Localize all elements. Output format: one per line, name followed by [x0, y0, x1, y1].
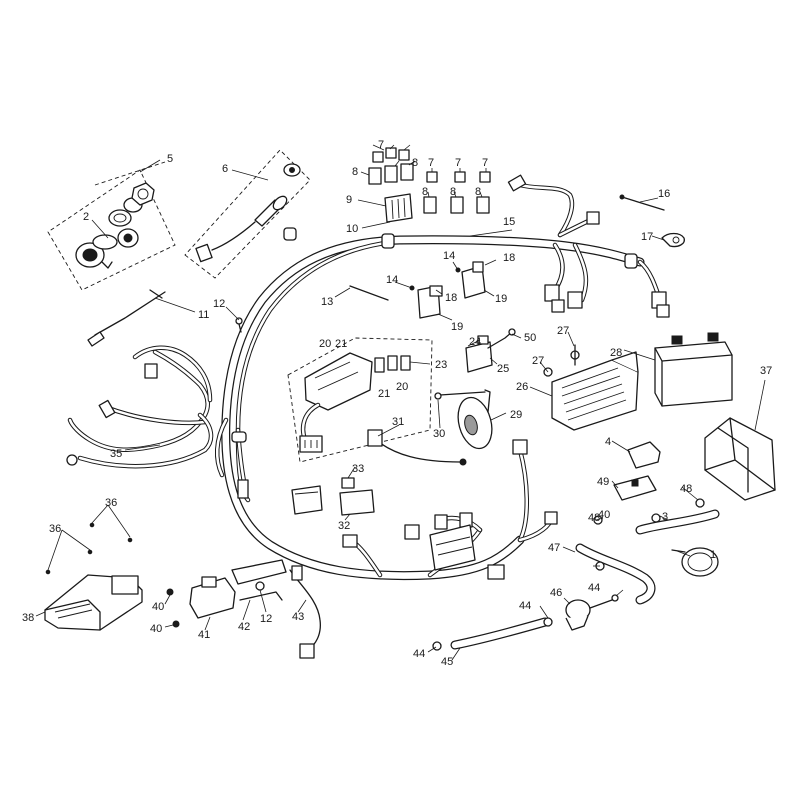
- callout-32: 32: [338, 520, 350, 532]
- callout-26: 26: [516, 381, 528, 393]
- callout-labels: 1 2 3 4 5 6 7 7 7 7 8 8 8 8 8 9 10 11 12…: [22, 139, 772, 668]
- callout-14: 14: [386, 274, 398, 286]
- callout-4: 4: [605, 436, 611, 448]
- callout-37: 37: [760, 365, 772, 377]
- callout-16: 16: [658, 188, 670, 200]
- leader-lines: [35, 144, 766, 661]
- callout-44: 44: [519, 600, 531, 612]
- callout-30: 30: [433, 428, 445, 440]
- part-37-battery-holder: [704, 417, 776, 501]
- callout-35: 35: [110, 448, 122, 460]
- callout-1: 1: [710, 549, 716, 561]
- callout-10: 10: [346, 223, 358, 235]
- callout-19: 19: [451, 321, 463, 333]
- callout-7: 7: [455, 157, 461, 169]
- callout-2: 2: [83, 211, 89, 223]
- callout-36: 36: [105, 497, 117, 509]
- callout-45: 45: [441, 656, 453, 668]
- callout-11: 11: [198, 309, 209, 321]
- part-6-ignition-switch: [184, 149, 311, 279]
- part-23-fuse-box: [287, 337, 433, 463]
- callout-8: 8: [352, 166, 358, 178]
- callout-40: 40: [598, 509, 610, 521]
- callout-36: 36: [49, 523, 61, 535]
- callout-24: 24: [469, 336, 481, 348]
- callout-6: 6: [222, 163, 228, 175]
- callout-49: 49: [597, 476, 609, 488]
- callout-15: 15: [503, 216, 515, 228]
- parts-40-43-ignition-coil: [166, 559, 321, 659]
- callout-18: 18: [503, 252, 515, 264]
- part-1-clamp: [671, 547, 719, 577]
- callout-48: 48: [680, 483, 692, 495]
- callout-28: 28: [610, 347, 622, 359]
- callout-20: 20: [319, 338, 331, 350]
- callout-44: 44: [413, 648, 425, 660]
- part-32-33-relay: [291, 477, 375, 516]
- callout-3: 3: [662, 511, 668, 523]
- callout-29: 29: [510, 409, 522, 421]
- callout-33: 33: [352, 463, 364, 475]
- callout-42: 42: [238, 621, 250, 633]
- callout-18: 18: [445, 292, 457, 304]
- callout-31: 31: [392, 416, 404, 428]
- callout-7: 7: [378, 139, 384, 151]
- callout-17: 17: [641, 231, 653, 243]
- callout-20: 20: [396, 381, 408, 393]
- callout-8: 8: [450, 186, 456, 198]
- part-5-socket-assembly: [47, 161, 176, 291]
- callout-38: 38: [22, 612, 34, 624]
- callout-47: 47: [548, 542, 560, 554]
- callout-44: 44: [588, 582, 600, 594]
- callout-21: 21: [335, 338, 347, 350]
- callout-12: 12: [260, 613, 272, 625]
- callout-5: 5: [167, 153, 173, 165]
- hoses-3-45-47: [450, 498, 720, 650]
- callout-9: 9: [346, 194, 352, 206]
- part-28-battery: [654, 332, 733, 407]
- callout-19: 19: [495, 293, 507, 305]
- parts-18-19-relays: [409, 261, 486, 319]
- part-29-30-horn: [434, 389, 493, 450]
- callout-8: 8: [412, 157, 418, 169]
- part-24-25-50-starter-relay: [465, 328, 516, 373]
- main-wiring-harness: [215, 174, 670, 581]
- part-38-ecu: [44, 522, 143, 631]
- part-26-regulator: [543, 344, 639, 431]
- part-11-sensor: [87, 289, 166, 347]
- callout-8: 8: [475, 186, 481, 198]
- callout-23: 23: [435, 359, 447, 371]
- part-13-cable-tie: [349, 285, 389, 301]
- callout-14: 14: [443, 250, 455, 262]
- callout-40: 40: [150, 623, 162, 635]
- callout-48: 48: [588, 512, 600, 524]
- part-12-screw: [235, 317, 243, 333]
- callout-8: 8: [422, 186, 428, 198]
- part-46-valve: [432, 594, 619, 651]
- part-35-wire-set: [66, 345, 214, 469]
- callout-7: 7: [482, 157, 488, 169]
- callout-46: 46: [550, 587, 562, 599]
- callout-50: 50: [524, 332, 536, 344]
- callout-27: 27: [557, 325, 569, 337]
- callout-12: 12: [213, 298, 225, 310]
- callout-27: 27: [532, 355, 544, 367]
- callout-13: 13: [321, 296, 333, 308]
- part-4-49-bracket-sensor: [613, 441, 661, 523]
- callout-7: 7: [428, 157, 434, 169]
- callout-40: 40: [152, 601, 164, 613]
- callout-43: 43: [292, 611, 304, 623]
- callout-25: 25: [497, 363, 509, 375]
- callout-41: 41: [198, 629, 210, 641]
- parts-16-17: [619, 194, 685, 248]
- part-31-connector: [367, 429, 467, 466]
- callout-21: 21: [378, 388, 390, 400]
